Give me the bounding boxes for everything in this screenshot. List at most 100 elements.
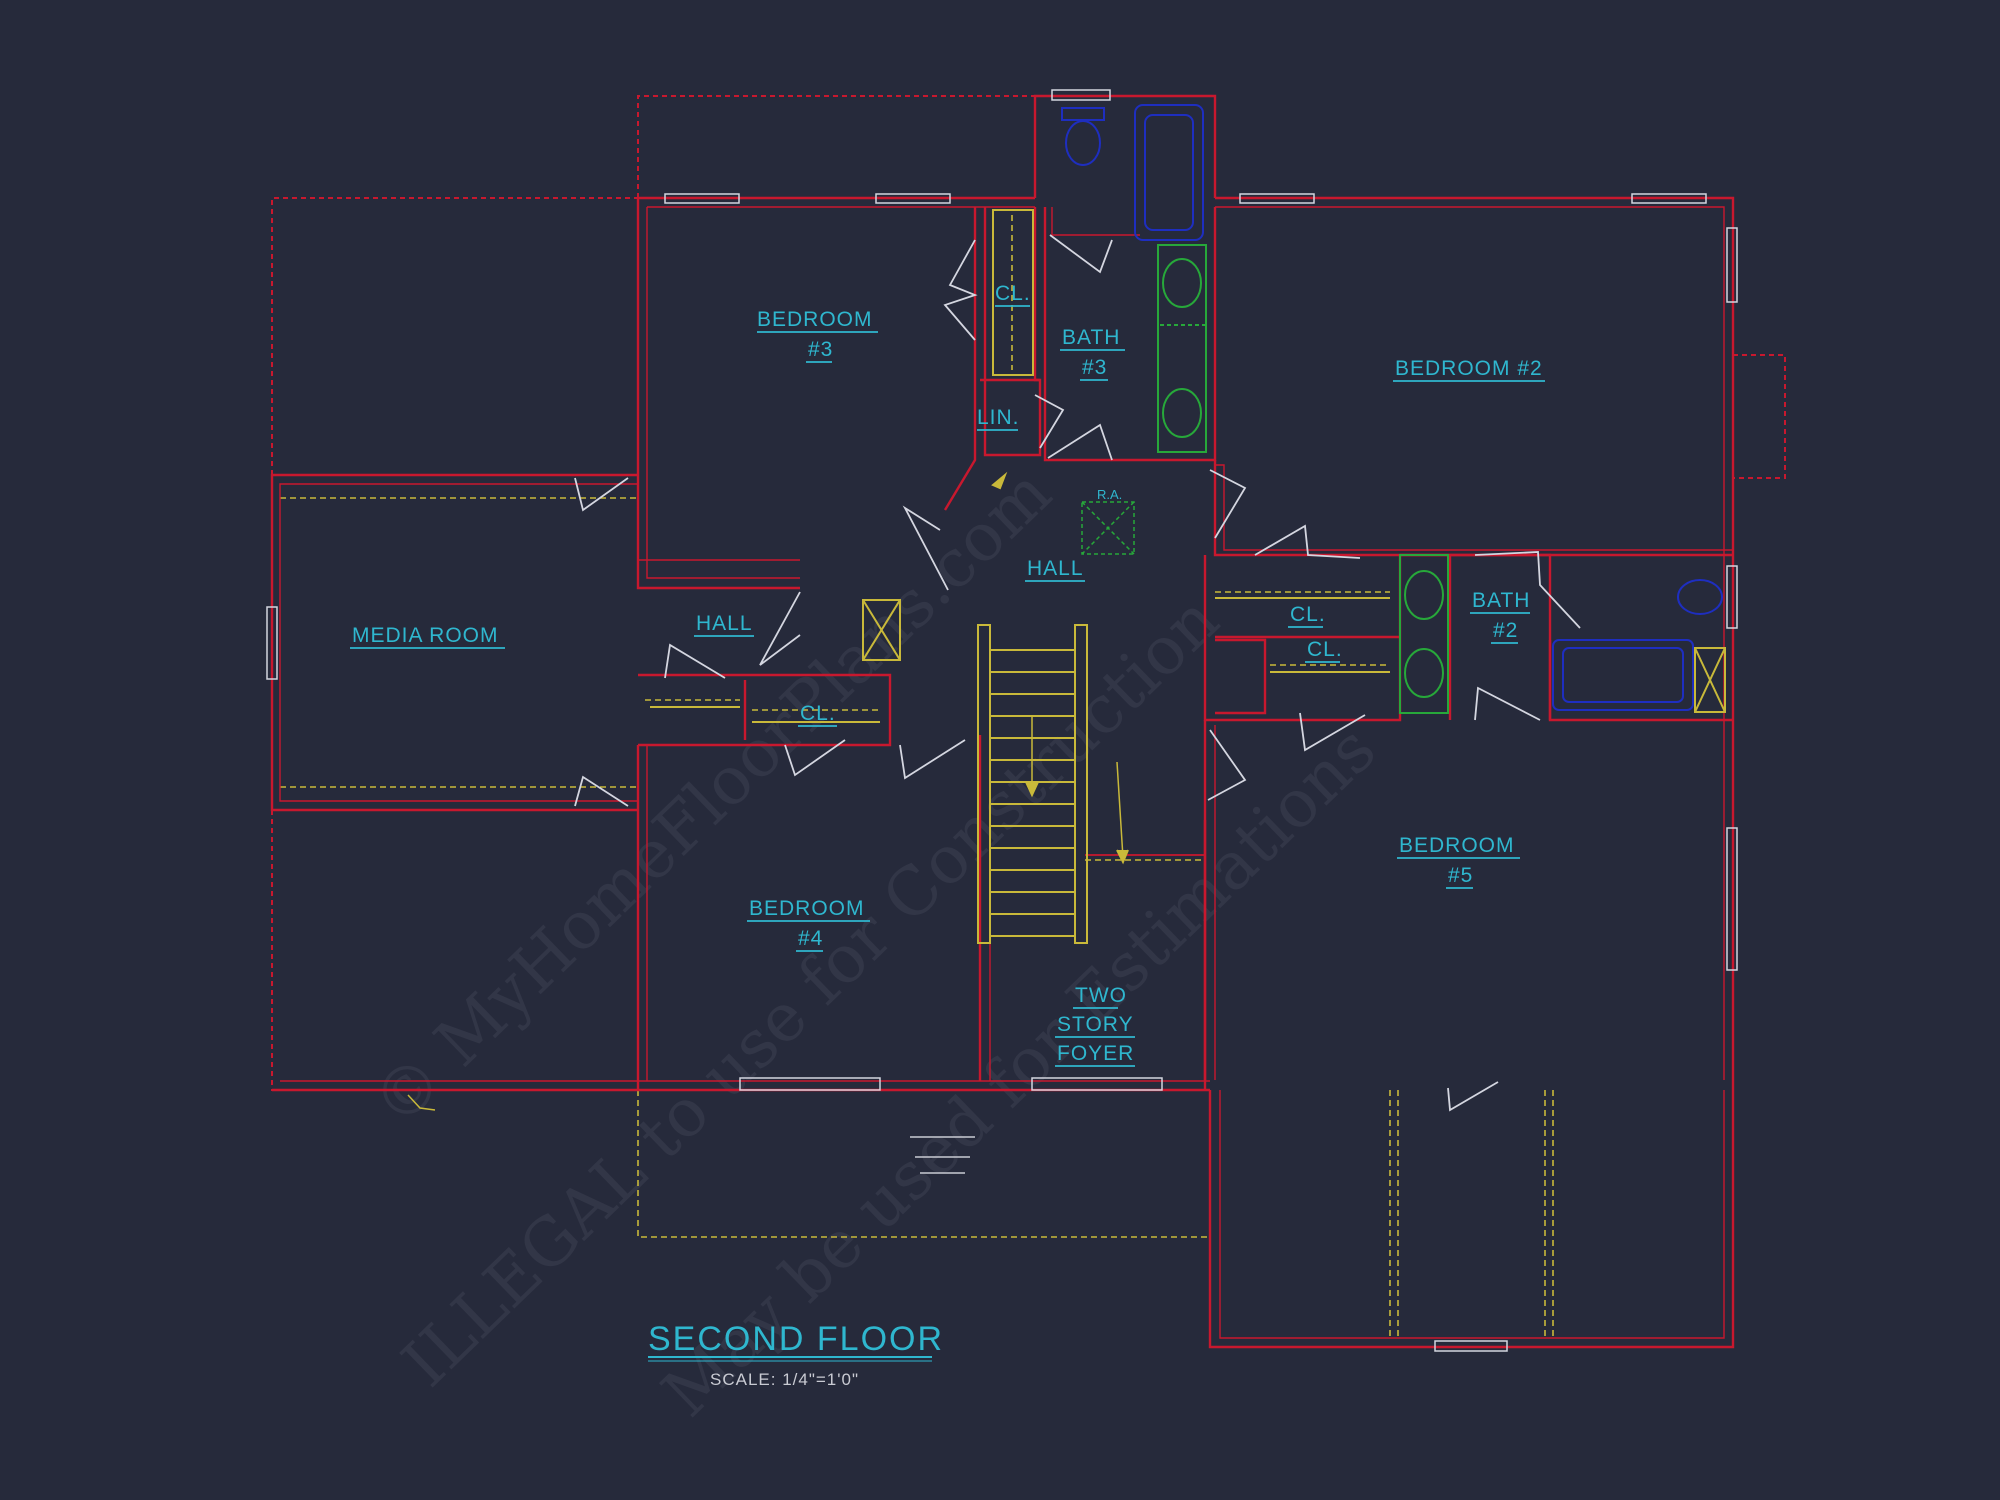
door-bed2: [1209, 469, 1247, 539]
window-bath2-side: [1726, 565, 1738, 629]
closet-left-name: CL.: [800, 702, 836, 725]
attic-hatch-diag-2: [862, 599, 901, 661]
door-hall-left: [759, 591, 801, 666]
label-bath2: BATH #2: [1470, 589, 1530, 644]
sink-bath2-top: [1404, 570, 1444, 620]
bay-bump-outline: [1733, 354, 1786, 479]
toilet-bath2: [1677, 579, 1723, 615]
label-bedroom2: BEDROOM #2: [1393, 357, 1545, 382]
door-media-bottom: [574, 775, 629, 807]
bedroom2-name: BEDROOM #2: [1395, 357, 1543, 380]
label-closet-upper-right: CL.: [1288, 603, 1326, 628]
bedroom5-number: #5: [1448, 864, 1473, 887]
door-media-top: [574, 477, 629, 512]
window-bed3-right: [875, 193, 951, 204]
label-bed3-closet: CL.: [995, 282, 1031, 307]
door-bed2-closet: [1254, 524, 1361, 559]
radon-label: R.A.: [1097, 487, 1122, 502]
room-labels: BEDROOM #3 BATH #3 BEDROOM #2 CL. LIN. R…: [350, 282, 1545, 1067]
wall-bath3-bump: [1033, 94, 1217, 198]
wall-garage: [1208, 1090, 1735, 1349]
door-bed5: [1207, 729, 1247, 801]
wall-bedroom3: [636, 198, 800, 590]
label-bedroom3: BEDROOM #3: [757, 308, 878, 363]
door-bed3: [902, 505, 949, 591]
window-bed2-left: [1239, 193, 1315, 204]
label-closet-lower-right: CL.: [1305, 638, 1342, 663]
bath3-number: #3: [1082, 356, 1107, 379]
wall-bath3-inner: [1051, 207, 1140, 236]
label-bedroom5: BEDROOM #5: [1397, 834, 1520, 889]
label-hall-upper: HALL: [1025, 557, 1085, 582]
door-bath2-out: [1474, 686, 1541, 721]
wall-inner-garage: [1219, 1090, 1725, 1339]
bed3-closet-name: CL.: [995, 282, 1031, 305]
bath2-fixtures: [1399, 554, 1726, 714]
bath2-name: BATH: [1472, 589, 1530, 612]
wall-top-right: [1215, 196, 1735, 1090]
radon-diag-2: [1081, 501, 1135, 555]
yellow-dashed-outlines: [280, 215, 1554, 1340]
wall-bath3: [1043, 207, 1217, 462]
hall-left-name: HALL: [696, 612, 753, 635]
doors: [574, 234, 1581, 1112]
door-garage: [1447, 1081, 1499, 1112]
label-closet-left: CL.: [798, 702, 837, 727]
sink-bath3-top: [1162, 258, 1202, 308]
door-closet-lower: [1299, 712, 1366, 752]
toilet-tank-bath3: [1061, 107, 1105, 121]
drawing-scale: SCALE: 1/4"=1'0": [710, 1370, 859, 1389]
wall-bedroom2-inner: [1215, 464, 1733, 551]
stair-stringer-right: [1074, 624, 1088, 944]
bath2-number: #2: [1493, 619, 1518, 642]
window-garage: [1434, 1340, 1508, 1352]
window-bed4-front: [739, 1077, 881, 1091]
porch-steps: [910, 1136, 975, 1174]
media-attic-outline: [271, 197, 640, 475]
bath3-fixtures: [1061, 104, 1207, 453]
wall-media-room: [270, 473, 638, 812]
radon-vent: [1081, 501, 1135, 555]
window-bed2-side: [1726, 227, 1738, 303]
bedroom5-name: BEDROOM: [1399, 834, 1515, 857]
wall-bedroom3-right: [943, 207, 977, 511]
door-left-closet-2: [784, 739, 846, 777]
sink-bath2-bottom: [1404, 648, 1444, 698]
bed3-closet-shelf: [992, 209, 1034, 376]
wall-left-closets: [638, 673, 892, 747]
vanity-bath3: [1157, 244, 1207, 453]
attic-access-hatch: [862, 599, 901, 661]
window-bed3-left: [664, 193, 740, 204]
foyer-line-3: FOYER: [1057, 1042, 1134, 1065]
upper-attic-outline: [637, 95, 1035, 198]
foyer-arrow-head: [1116, 849, 1129, 865]
wall-bedroom2-bottom: [1213, 460, 1733, 557]
door-left-closet-1: [664, 643, 726, 679]
hall-arrow: [991, 471, 1008, 490]
foyer-arrow-line: [1116, 761, 1124, 859]
hall-upper-name: HALL: [1027, 557, 1084, 580]
shelf-bath2: [1694, 647, 1726, 713]
drawing-title: SECOND FLOOR: [648, 1320, 944, 1358]
door-bath3: [1047, 423, 1113, 461]
bedroom4-name: BEDROOM: [749, 897, 865, 920]
radon-vent-box: [1081, 501, 1135, 555]
window-media: [266, 606, 278, 680]
windows: [266, 89, 1738, 1352]
label-foyer: TWO STORY FOYER: [1055, 984, 1135, 1067]
wall-bedroom3-inner: [646, 207, 800, 579]
wall-media-to-bedroom: [637, 475, 800, 561]
sink-bath3-bottom: [1162, 388, 1202, 438]
label-linen: LIN.: [977, 406, 1019, 431]
stair-direction-arrow: [1025, 781, 1039, 798]
bedroom3-name: BEDROOM: [757, 308, 873, 331]
label-bath3: BATH #3: [1060, 326, 1125, 381]
tub-inner-bath3: [1144, 114, 1194, 231]
door-bath2-in: [1474, 551, 1581, 629]
stairs: [407, 209, 1390, 1111]
bedroom4-number: #4: [798, 927, 823, 950]
vanity-bath2: [1399, 554, 1449, 714]
closet-upper-right-name: CL.: [1290, 603, 1326, 626]
door-bed3-closet: [943, 239, 978, 341]
